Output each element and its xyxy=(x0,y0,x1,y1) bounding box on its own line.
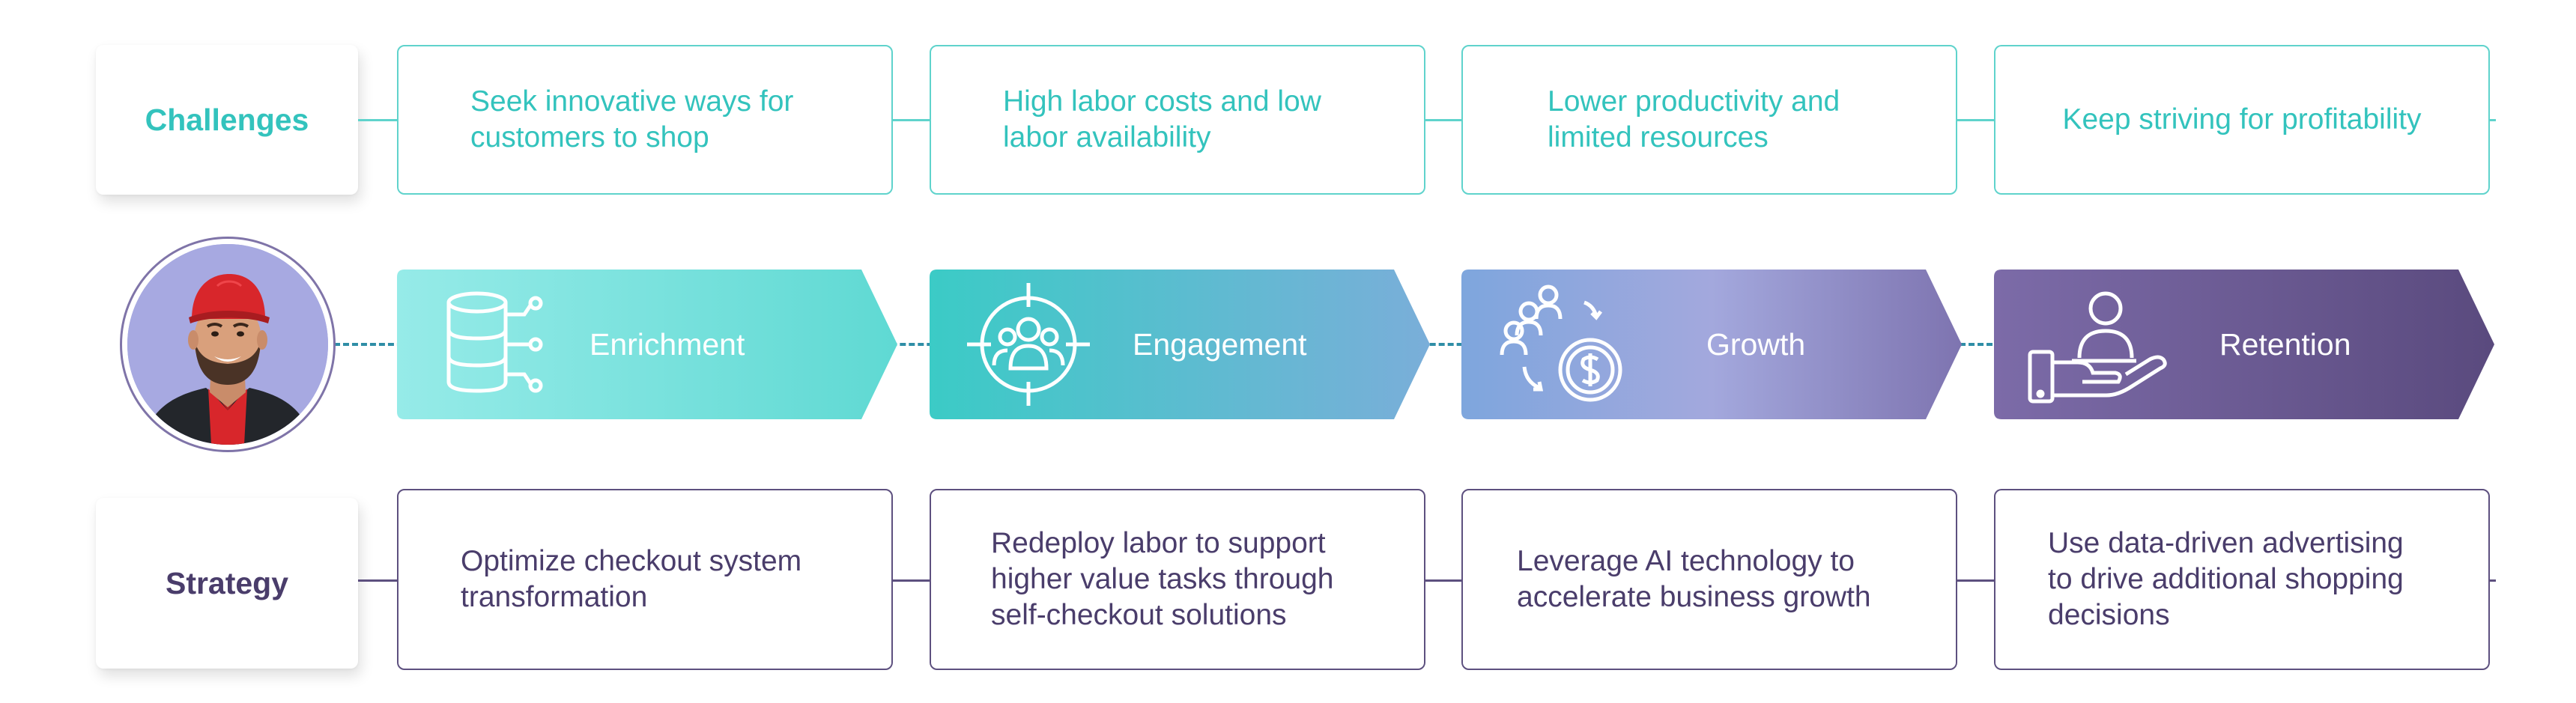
strategy-box-4: Use data-driven advertising to drive add… xyxy=(1994,489,2490,670)
challenges-label: Challenges xyxy=(145,102,309,137)
strategy-label: Strategy xyxy=(165,565,289,600)
strategy-2-line-1: Redeploy labor to support xyxy=(991,527,1326,560)
avatar xyxy=(127,244,328,445)
stage-label-2: Engagement xyxy=(1133,326,1307,362)
stage-label-4: Retention xyxy=(2219,326,2351,362)
challenge-box-3: Lower productivity and limited resources xyxy=(1461,45,1957,195)
stage-arrow-3 xyxy=(1461,270,1962,419)
strategy-box-1: Optimize checkout system transformation xyxy=(397,489,893,670)
challenge-3-line-2: limited resources xyxy=(1548,121,1769,153)
strategy-4-line-2: to drive additional shopping xyxy=(2048,563,2404,596)
strategy-4-line-3: decisions xyxy=(2048,598,2170,631)
stage-arrow-4 xyxy=(1994,270,2494,419)
strategy-box-2: Redeploy labor to support higher value t… xyxy=(930,489,1425,670)
person-illustration xyxy=(127,244,328,445)
challenge-1-line-2: customers to shop xyxy=(470,121,709,153)
strategy-1-line-1: Optimize checkout system xyxy=(461,545,802,578)
challenge-1-line-1: Seek innovative ways for xyxy=(470,85,794,118)
challenge-3-line-1: Lower productivity and xyxy=(1548,85,1840,118)
stage-arrow-2 xyxy=(930,270,1430,419)
strategy-label-card: Strategy xyxy=(96,498,358,669)
people-money-icon xyxy=(1500,284,1622,402)
stage-label-3: Growth xyxy=(1706,326,1806,362)
stage-label-1: Enrichment xyxy=(590,326,745,362)
challenge-box-1: Seek innovative ways for customers to sh… xyxy=(397,45,893,195)
stage-arrow-1 xyxy=(397,270,897,419)
challenge-box-4: Keep striving for profitability xyxy=(1994,45,2490,195)
strategy-2-line-2: higher value tasks through xyxy=(991,563,1334,596)
strategy-2-line-3: self-checkout solutions xyxy=(991,598,1287,631)
challenges-connector xyxy=(358,119,2496,121)
strategy-4-line-1: Use data-driven advertising xyxy=(2048,527,2404,560)
challenges-label-card: Challenges xyxy=(96,45,358,195)
database-icon xyxy=(446,291,543,393)
audience-target-icon xyxy=(967,283,1090,406)
strategy-connector xyxy=(358,579,2496,582)
challenge-4-line-1: Keep striving for profitability xyxy=(2062,103,2422,136)
strategy-3-line-1: Leverage AI technology to xyxy=(1517,545,1855,578)
challenge-2-line-1: High labor costs and low xyxy=(1003,85,1321,118)
strategy-box-3: Leverage AI technology to accelerate bus… xyxy=(1461,489,1957,670)
hand-person-icon xyxy=(2028,291,2167,404)
strategy-1-line-2: transformation xyxy=(461,581,648,613)
challenge-box-2: High labor costs and low labor availabil… xyxy=(930,45,1425,195)
challenge-2-line-2: labor availability xyxy=(1003,121,1211,153)
strategy-3-line-2: accelerate business growth xyxy=(1517,581,1871,613)
